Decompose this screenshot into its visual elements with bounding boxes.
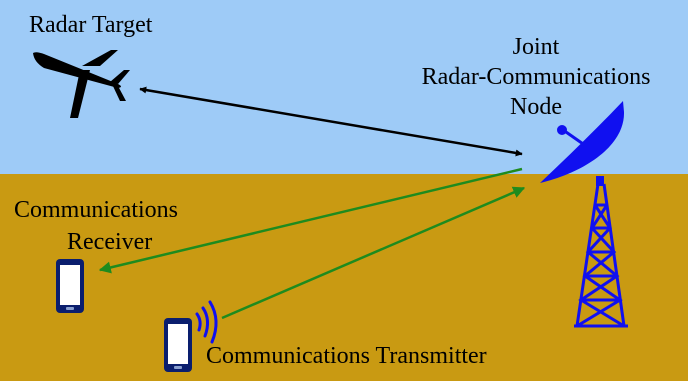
comm-transmitter-label: Communications Transmitter [206, 343, 487, 369]
radar-target-label: Radar Target [29, 12, 153, 38]
radar-link-arrow [139, 86, 523, 157]
airplane-icon [33, 50, 130, 118]
uplink-arrow [221, 186, 526, 320]
ground-region [0, 174, 688, 381]
transmitter-phone-icon [164, 318, 192, 372]
joint-node-label-line1: Joint [512, 34, 560, 60]
joint-node-label-line2: Radar-Communications [421, 64, 651, 90]
tower-icon [574, 183, 628, 328]
signal-waves-icon [195, 300, 218, 344]
downlink-arrow [98, 167, 523, 274]
comm-receiver-label-line1: Communications [14, 197, 178, 223]
comm-receiver-label-line2: Receiver [67, 229, 153, 255]
receiver-phone-icon [56, 259, 84, 313]
joint-node-label-line3: Node [510, 94, 562, 120]
radar-dish-icon [540, 101, 625, 186]
